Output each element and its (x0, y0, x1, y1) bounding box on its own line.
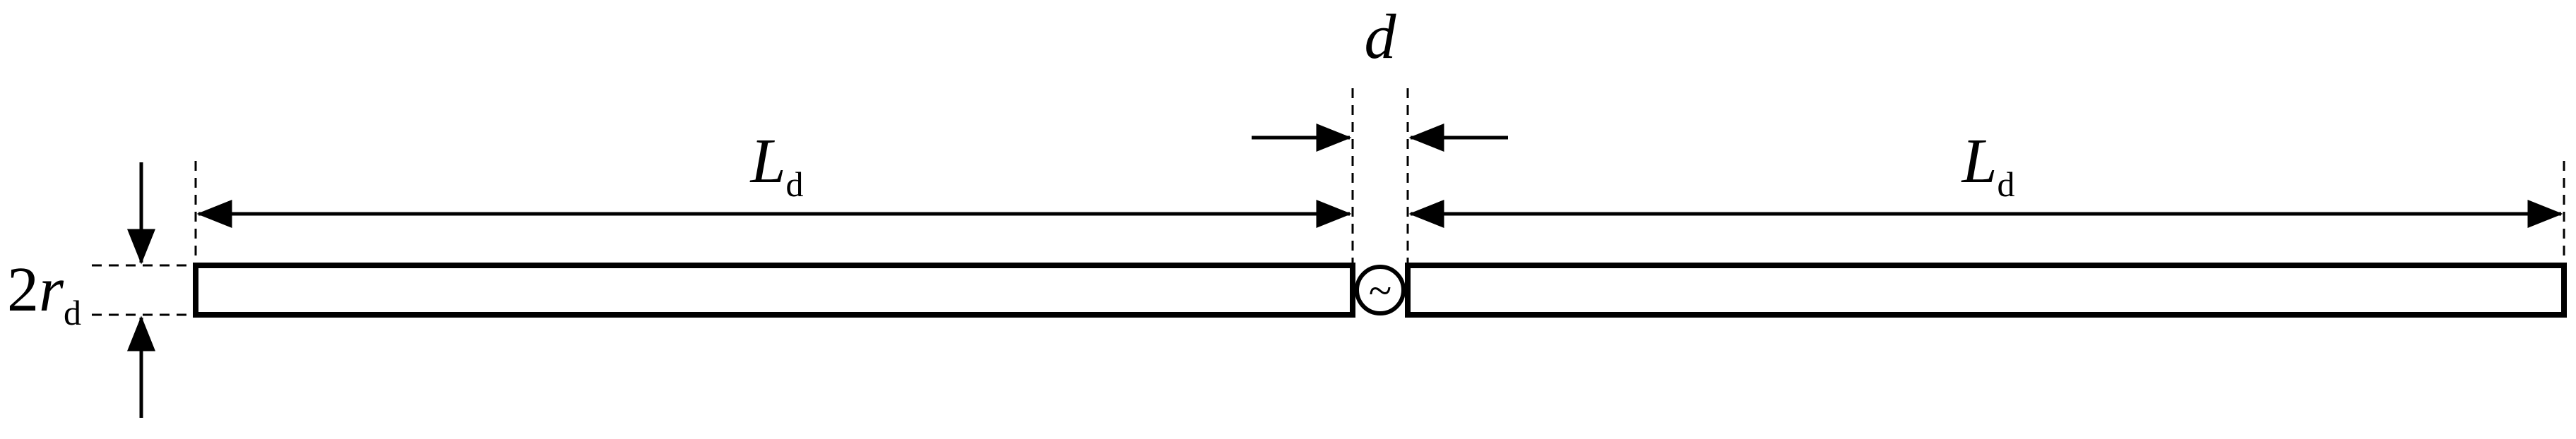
extension-lines (92, 88, 2565, 316)
radius-symbol: r (39, 255, 64, 325)
radius-coefficient: 2 (7, 255, 39, 325)
left-arm-length-subscript: d (786, 164, 804, 204)
gap-label: d (1365, 2, 1397, 72)
radius-label: 2rd (7, 255, 81, 332)
left-arm-length-label: Ld (749, 126, 803, 204)
dimension-arrows (127, 124, 2563, 418)
radius-subscript: d (64, 293, 81, 332)
right-dipole-arm (1405, 263, 2567, 318)
source-symbol: ~ (1369, 267, 1391, 314)
left-dipole-arm (193, 263, 1355, 318)
source-circle (1355, 265, 1406, 315)
left-arm-length-symbol: L (749, 126, 785, 196)
right-arm-length-symbol: L (1960, 126, 1997, 196)
voltage-source: ~ (1355, 265, 1406, 315)
right-arm-length-subscript: d (1998, 164, 2015, 204)
right-arm-length-label: Ld (1960, 126, 2014, 204)
